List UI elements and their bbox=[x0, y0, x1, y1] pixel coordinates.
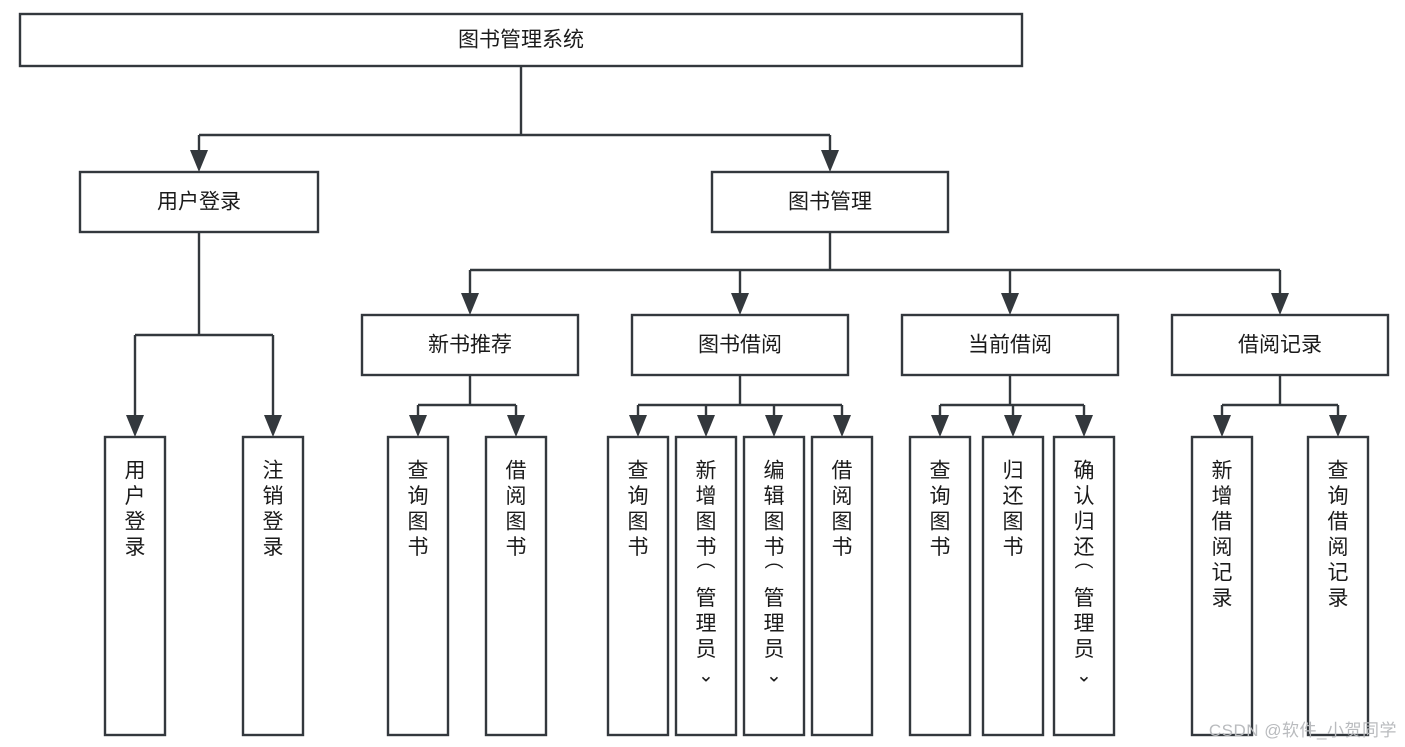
arrow-head-icon bbox=[821, 150, 839, 172]
node-box-bb-edit bbox=[742, 435, 806, 737]
node-leaf-user-login[interactable]: 用户登录 bbox=[103, 435, 167, 737]
arrow-head-icon bbox=[1329, 415, 1347, 437]
node-box-root bbox=[18, 12, 1024, 68]
node-box-bb-borrow bbox=[810, 435, 874, 737]
node-label-br-query: 查询借阅记录 bbox=[1328, 459, 1349, 610]
node-label-cb-confirm: 确认归还⌒管理员⌄ bbox=[1074, 459, 1095, 686]
node-bb-add[interactable]: 新增图书⌒管理员⌄ bbox=[674, 435, 738, 737]
node-br-query[interactable]: 查询借阅记录 bbox=[1306, 435, 1370, 737]
node-box-cb-confirm bbox=[1052, 435, 1116, 737]
node-bb-edit[interactable]: 编辑图书⌒管理员⌄ bbox=[742, 435, 806, 737]
arrow-head-icon bbox=[507, 415, 525, 437]
node-label-new-book-rec: 新书推荐 bbox=[428, 334, 512, 357]
arrow-head-icon bbox=[765, 415, 783, 437]
node-user-login[interactable]: 用户登录 bbox=[78, 170, 320, 234]
arrow-head-icon bbox=[461, 293, 479, 315]
node-box-cb-query bbox=[908, 435, 972, 737]
node-book-manage[interactable]: 图书管理 bbox=[710, 170, 950, 234]
arrow-head-icon bbox=[1075, 415, 1093, 437]
node-borrow-record[interactable]: 借阅记录 bbox=[1170, 313, 1390, 377]
node-box-br-query bbox=[1306, 435, 1370, 737]
node-box-leaf-user-login bbox=[103, 435, 167, 737]
node-root[interactable]: 图书管理系统 bbox=[18, 12, 1024, 68]
node-label-current-borrow: 当前借阅 bbox=[968, 334, 1052, 357]
node-box-bb-query bbox=[606, 435, 670, 737]
connector-edges-layer bbox=[126, 66, 1347, 437]
arrow-head-icon bbox=[190, 150, 208, 172]
arrow-head-icon bbox=[126, 415, 144, 437]
node-label-book-borrow: 图书借阅 bbox=[698, 334, 782, 357]
node-bb-borrow[interactable]: 借阅图书 bbox=[810, 435, 874, 737]
node-br-add[interactable]: 新增借阅记录 bbox=[1190, 435, 1254, 737]
arrow-head-icon bbox=[264, 415, 282, 437]
node-box-bb-add bbox=[674, 435, 738, 737]
node-cb-query[interactable]: 查询图书 bbox=[908, 435, 972, 737]
arrow-head-icon bbox=[731, 293, 749, 315]
node-label-bb-borrow: 借阅图书 bbox=[832, 459, 853, 559]
node-nbr-query[interactable]: 查询图书 bbox=[386, 435, 450, 737]
node-label-borrow-record: 借阅记录 bbox=[1238, 334, 1322, 357]
node-box-nbr-query bbox=[386, 435, 450, 737]
node-box-book-manage bbox=[710, 170, 950, 234]
arrow-head-icon bbox=[833, 415, 851, 437]
node-label-bb-query: 查询图书 bbox=[628, 459, 649, 559]
node-label-book-manage: 图书管理 bbox=[788, 191, 872, 214]
node-box-current-borrow bbox=[900, 313, 1120, 377]
node-nbr-borrow[interactable]: 借阅图书 bbox=[484, 435, 548, 737]
arrow-head-icon bbox=[1213, 415, 1231, 437]
arrow-head-icon bbox=[1001, 293, 1019, 315]
node-box-nbr-borrow bbox=[484, 435, 548, 737]
node-box-book-borrow bbox=[630, 313, 850, 377]
node-cb-return[interactable]: 归还图书 bbox=[981, 435, 1045, 737]
arrow-head-icon bbox=[1271, 293, 1289, 315]
node-label-leaf-logout: 注销登录 bbox=[263, 459, 284, 559]
node-label-br-add: 新增借阅记录 bbox=[1212, 459, 1233, 610]
node-label-root: 图书管理系统 bbox=[458, 29, 584, 52]
node-box-new-book-rec bbox=[360, 313, 580, 377]
node-label-cb-return: 归还图书 bbox=[1003, 459, 1024, 559]
node-label-nbr-borrow: 借阅图书 bbox=[506, 459, 527, 559]
node-label-nbr-query: 查询图书 bbox=[408, 459, 429, 559]
node-box-borrow-record bbox=[1170, 313, 1390, 377]
node-box-br-add bbox=[1190, 435, 1254, 737]
node-book-borrow[interactable]: 图书借阅 bbox=[630, 313, 850, 377]
arrow-head-icon bbox=[409, 415, 427, 437]
node-boxes-layer: 图书管理系统用户登录用户登录注销登录图书管理新书推荐查询图书借阅图书图书借阅查询… bbox=[18, 12, 1390, 737]
arrow-head-icon bbox=[697, 415, 715, 437]
node-leaf-logout[interactable]: 注销登录 bbox=[241, 435, 305, 737]
node-label-bb-edit: 编辑图书⌒管理员⌄ bbox=[764, 459, 785, 686]
watermark-text: CSDN @软件_小贺同学 bbox=[1208, 721, 1397, 740]
node-label-user-login: 用户登录 bbox=[157, 191, 241, 214]
node-cb-confirm[interactable]: 确认归还⌒管理员⌄ bbox=[1052, 435, 1116, 737]
node-new-book-rec[interactable]: 新书推荐 bbox=[360, 313, 580, 377]
node-label-cb-query: 查询图书 bbox=[930, 459, 951, 559]
node-label-bb-add: 新增图书⌒管理员⌄ bbox=[696, 459, 717, 686]
node-box-leaf-logout bbox=[241, 435, 305, 737]
arrow-head-icon bbox=[1004, 415, 1022, 437]
arrow-head-icon bbox=[629, 415, 647, 437]
node-box-user-login bbox=[78, 170, 320, 234]
node-label-leaf-user-login: 用户登录 bbox=[125, 459, 146, 559]
arrow-head-icon bbox=[931, 415, 949, 437]
node-box-cb-return bbox=[981, 435, 1045, 737]
node-current-borrow[interactable]: 当前借阅 bbox=[900, 313, 1120, 377]
node-bb-query[interactable]: 查询图书 bbox=[606, 435, 670, 737]
